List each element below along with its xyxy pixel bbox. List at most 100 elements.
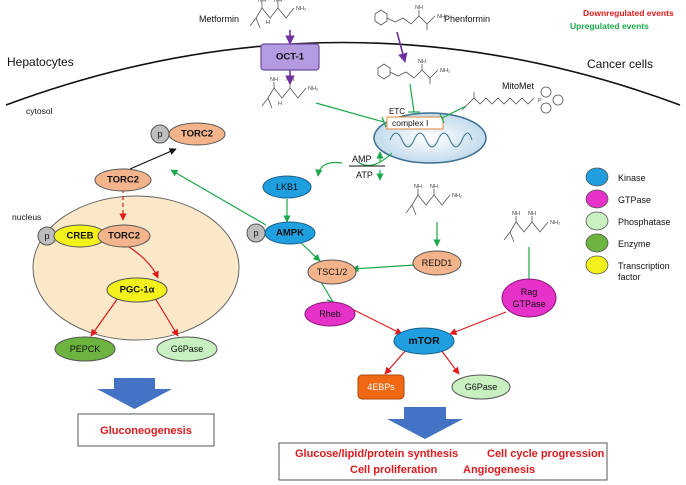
- mtor-label: mTOR: [408, 335, 440, 347]
- legend-tf-label: Transcription: [618, 261, 670, 271]
- 4ebps-label: 4EBPs: [367, 382, 395, 392]
- mtor: [393, 327, 455, 355]
- atp-label: ATP: [356, 170, 373, 180]
- hepatocytes-label: Hepatocytes: [7, 55, 74, 69]
- 4ebps: [357, 374, 405, 400]
- amp-label: AMP: [352, 154, 372, 164]
- torc2-shuttle-arrow: [129, 148, 177, 170]
- legend: Kinase GTPase Phosphatase Enzyme Transcr…: [585, 167, 671, 282]
- phenformin-structure-2: NH₂ NH: [377, 59, 450, 84]
- nucleus-label: nucleus: [12, 212, 41, 222]
- svg-text:NH₂: NH₂: [452, 193, 462, 199]
- rag-gtpase: [501, 278, 557, 318]
- torc2-top-label: TORC2: [181, 129, 213, 140]
- svg-text:NH: NH: [415, 5, 423, 11]
- tsc12-label: TSC1/2: [317, 267, 348, 277]
- left-block-arrow: [97, 378, 172, 409]
- phospho-label: p: [157, 129, 162, 139]
- svg-text:NH₂: NH₂: [437, 14, 447, 20]
- mitomet-label: MitoMet: [502, 81, 535, 91]
- cancer-cells-label: Cancer cells: [587, 57, 653, 71]
- svg-text:NH: NH: [258, 0, 266, 4]
- legend-phosphatase-swatch: [585, 211, 609, 231]
- rag-gtpase-label: GTPase: [512, 299, 545, 309]
- torc2-mid: [94, 168, 152, 192]
- legend-phosphatase-label: Phosphatase: [618, 217, 671, 227]
- red-arrows: [90, 189, 507, 375]
- svg-text:NH₂: NH₂: [440, 68, 450, 74]
- complex-i-label: complex I: [392, 118, 428, 128]
- svg-text:NH: NH: [274, 0, 282, 4]
- lkb1: [262, 175, 312, 199]
- gluconeogenesis-label: Gluconeogenesis: [100, 425, 192, 437]
- complex-i-box: [386, 116, 444, 130]
- cancer-outcome-box: [278, 442, 608, 481]
- redd1-label: REDD1: [422, 258, 453, 268]
- tsc12: [307, 259, 357, 285]
- etc-label: ETC: [389, 107, 405, 116]
- g6pase-left: [156, 336, 218, 362]
- phospho-creb-label: p: [44, 231, 49, 241]
- legend-kinase-swatch: [585, 167, 609, 187]
- green-lines: [170, 83, 535, 305]
- gluconeogenesis-box: [77, 413, 215, 447]
- ampk-label: AMPK: [276, 228, 304, 239]
- redd-inducer-structure: NH₂ NH NH: [405, 184, 462, 216]
- cytosol-label: cytosol: [26, 106, 53, 116]
- pepck: [54, 336, 116, 362]
- legend-enzyme-swatch: [585, 233, 609, 253]
- oct1-transporter: [260, 43, 320, 71]
- legend-kinase-label: Kinase: [618, 173, 646, 183]
- svg-text:NH₂: NH₂: [550, 220, 560, 226]
- rag-label: Rag: [521, 287, 538, 297]
- legend-gtpase-label: GTPase: [618, 195, 651, 205]
- torc2-mid-label: TORC2: [107, 175, 139, 186]
- pgc1a-label: PGC-1α: [120, 285, 155, 296]
- phospho-ampk-label: p: [253, 228, 258, 238]
- legend-gtpase-swatch: [585, 189, 609, 209]
- redd1: [412, 250, 462, 276]
- lkb1-label: LKB1: [276, 182, 298, 192]
- pepck-label: PEPCK: [70, 344, 101, 354]
- svg-text:NH₂: NH₂: [296, 6, 306, 12]
- rag-inhibitor-structure: NH₂ NH NH: [503, 211, 560, 243]
- svg-text:NH: NH: [512, 211, 520, 217]
- g6pase-right: [451, 374, 511, 400]
- metformin-structure: H NH₂ NH NH: [249, 0, 306, 29]
- svg-text:NH: NH: [418, 59, 426, 65]
- svg-text:P: P: [538, 98, 542, 104]
- phenformin-label: Phenformin: [444, 14, 490, 24]
- outcome-proliferation: Cell proliferation: [350, 464, 438, 476]
- legend-tf-swatch: [585, 255, 609, 275]
- cell-membrane: [5, 41, 681, 106]
- legend-enzyme-label: Enzyme: [618, 239, 651, 249]
- svg-text:NH: NH: [528, 211, 536, 217]
- svg-text:NH: NH: [430, 184, 438, 190]
- svg-text:H: H: [266, 20, 270, 26]
- svg-text:NH₂: NH₂: [308, 86, 318, 92]
- creb-label: CREB: [67, 231, 94, 242]
- nucleus: [32, 195, 240, 341]
- phenformin-structure: NH₂ NH: [374, 5, 447, 30]
- rheb: [304, 301, 356, 327]
- right-block-arrow: [387, 407, 463, 439]
- outcome-synthesis: Glucose/lipid/protein synthesis: [295, 448, 458, 460]
- g6pase-left-label: G6Pase: [171, 344, 204, 354]
- ampk: [264, 221, 316, 245]
- svg-text:NH: NH: [270, 77, 278, 83]
- torc2-nuc: [97, 224, 151, 248]
- downregulated-label: Downregulated events: [583, 8, 674, 18]
- legend-tf-label-2: factor: [618, 272, 641, 282]
- outcome-angiogenesis: Angiogenesis: [463, 464, 535, 476]
- torc2-top: [168, 122, 226, 146]
- svg-text:NH: NH: [414, 184, 422, 190]
- pgc1a: [106, 277, 168, 303]
- mitomet-structure: P: [461, 86, 564, 114]
- torc2-nuc-label: TORC2: [108, 231, 140, 242]
- outcome-cell-cycle: Cell cycle progression: [487, 448, 605, 460]
- phenformin-entry-arrow: [396, 31, 408, 63]
- metformin-label: Metformin: [199, 14, 239, 24]
- svg-text:H: H: [278, 101, 282, 107]
- g6pase-right-label: G6Pase: [465, 382, 498, 392]
